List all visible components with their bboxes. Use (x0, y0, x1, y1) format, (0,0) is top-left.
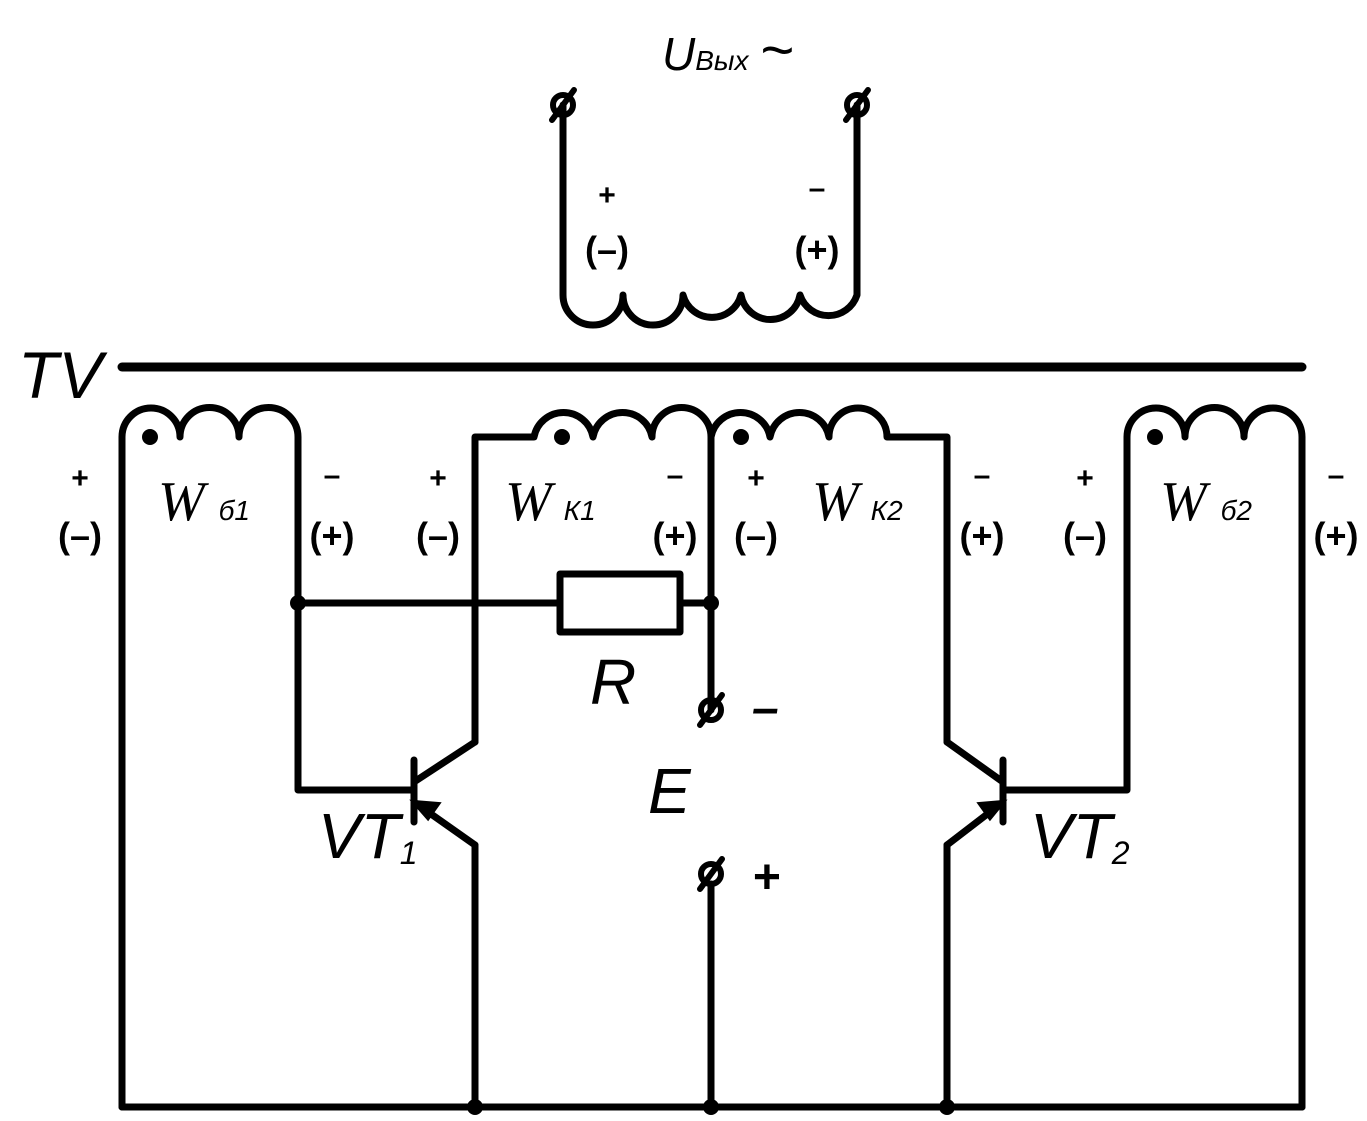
svg-text:(+): (+) (653, 515, 698, 556)
source-terminal-minus (697, 692, 725, 728)
svg-text:–: – (1328, 459, 1345, 492)
junction-dot (290, 595, 306, 611)
svg-text:–: – (809, 172, 826, 205)
winding-wb1 (118, 404, 418, 1111)
svg-text:+: + (598, 179, 616, 212)
transformer-label: TV (18, 338, 108, 412)
svg-text:–: – (667, 459, 684, 492)
svg-text:–: – (974, 459, 991, 492)
polarity-out-left: + (–) (585, 179, 629, 270)
winding-wb2 (999, 404, 1306, 1111)
svg-text:(+): (+) (960, 515, 1005, 556)
polarity-wk1-left: + (–) (416, 462, 460, 556)
source-plus-sign: + (752, 851, 780, 904)
polarity-wk2-left: + (–) (734, 462, 778, 556)
resistor-r (556, 570, 684, 636)
svg-text:+: + (71, 462, 89, 495)
polarity-out-right: – (+) (795, 172, 840, 270)
svg-text:(+): (+) (795, 229, 840, 270)
junction-dot (939, 1099, 955, 1115)
transistor-vt2 (943, 738, 1008, 1111)
source-label: E (648, 755, 692, 827)
source-minus-sign: – (752, 682, 779, 735)
svg-text:+: + (429, 462, 447, 495)
svg-text:–: – (324, 459, 341, 492)
junction-dot (703, 595, 719, 611)
transistor-label-vt1: VT1 (318, 800, 418, 872)
transistor-vt1 (409, 738, 479, 1111)
polarity-wb1-right: – (+) (310, 459, 355, 556)
svg-text:+: + (747, 462, 765, 495)
winding-wk2 (707, 404, 951, 746)
polarity-wb2-left: + (–) (1063, 462, 1107, 556)
output-terminal-right (843, 87, 871, 123)
svg-text:(–): (–) (416, 515, 460, 556)
winding-wk1 (471, 404, 715, 746)
svg-text:(+): (+) (1314, 515, 1359, 556)
resistor-label: R (590, 646, 636, 718)
svg-text:(+): (+) (310, 515, 355, 556)
polarity-wb2-right: – (+) (1314, 459, 1359, 556)
output-voltage-label: UВых~ (662, 18, 794, 83)
output-winding (559, 101, 861, 329)
polarity-wk1-right: – (+) (653, 459, 698, 556)
polarity-wb1-left: + (–) (58, 462, 102, 556)
polarity-wk2-right: – (+) (960, 459, 1005, 556)
svg-text:(–): (–) (1063, 515, 1107, 556)
svg-text:(–): (–) (585, 229, 629, 270)
junction-dot (467, 1099, 483, 1115)
output-terminal-left (549, 87, 577, 123)
transistor-label-vt2: VT2 (1030, 800, 1130, 872)
svg-text:+: + (1076, 462, 1094, 495)
junction-dot (703, 1099, 719, 1115)
svg-text:(–): (–) (58, 515, 102, 556)
svg-text:(–): (–) (734, 515, 778, 556)
